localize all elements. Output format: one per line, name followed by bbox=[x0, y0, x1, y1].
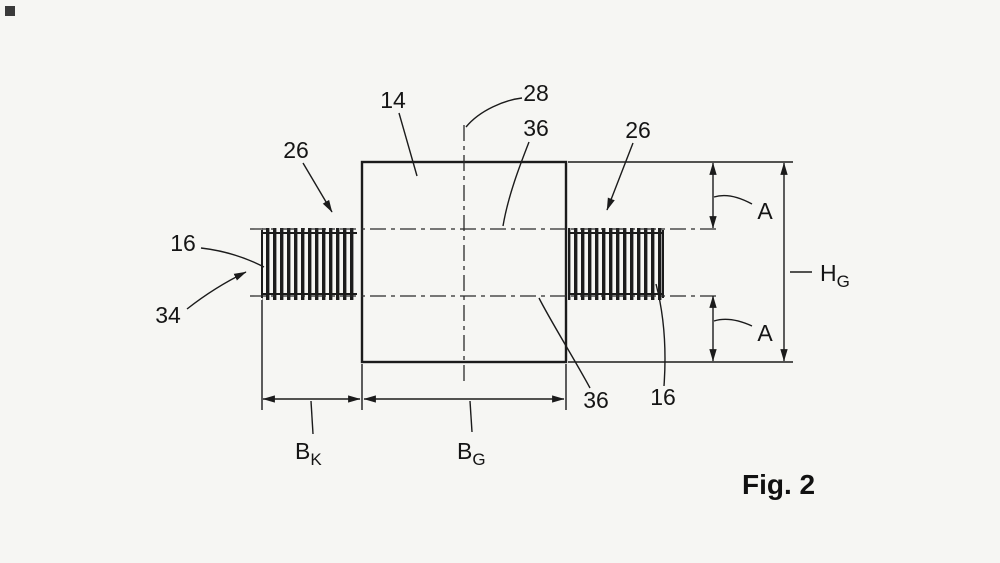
leader-36-top bbox=[502, 141, 530, 227]
dim-label-bk-main: B bbox=[295, 438, 310, 464]
dimension-bk bbox=[262, 395, 361, 435]
threaded-shaft-right bbox=[568, 228, 664, 300]
leader-14 bbox=[398, 112, 418, 177]
leader-arrow-26-left bbox=[302, 162, 333, 213]
extension-lines-right bbox=[568, 161, 793, 363]
threaded-shaft-left bbox=[261, 228, 357, 300]
dim-label-hg-sub: G bbox=[837, 272, 850, 291]
ref-label-14: 14 bbox=[380, 87, 406, 113]
leader-a-top bbox=[713, 194, 753, 205]
dim-label-a-top: A bbox=[757, 198, 773, 224]
dim-label-a-bottom: A bbox=[757, 320, 773, 346]
dim-label-bk-sub: K bbox=[310, 450, 322, 469]
leader-arrow-34 bbox=[186, 271, 247, 310]
ref-label-28: 28 bbox=[523, 80, 549, 106]
leader-28 bbox=[465, 97, 523, 128]
dimension-hg bbox=[780, 162, 812, 362]
dim-label-bg: BG bbox=[457, 438, 486, 469]
scan-artifact bbox=[5, 6, 15, 16]
leader-bk bbox=[310, 400, 314, 435]
dim-label-bk: BK bbox=[295, 438, 322, 469]
thread-hatching-right bbox=[568, 228, 663, 300]
ref-label-26-left: 26 bbox=[283, 137, 309, 163]
dimension-bg bbox=[363, 395, 565, 433]
centerlines bbox=[250, 125, 717, 386]
dimension-a-bottom bbox=[709, 295, 753, 362]
ref-label-36-bottom: 36 bbox=[583, 387, 609, 413]
dim-label-hg-main: H bbox=[820, 260, 837, 286]
ref-label-26-right: 26 bbox=[625, 117, 651, 143]
ref-label-16-right: 16 bbox=[650, 384, 676, 410]
dim-label-hg: HG bbox=[820, 260, 850, 291]
dimension-labels: A A HG BK BG bbox=[295, 198, 850, 469]
reference-labels: 14 28 36 26 26 16 34 36 16 bbox=[155, 80, 676, 413]
leader-36-bottom bbox=[538, 297, 591, 389]
dimension-a-top bbox=[709, 162, 753, 229]
leader-a-bottom bbox=[713, 318, 753, 327]
ref-label-34: 34 bbox=[155, 302, 181, 328]
dim-label-bg-sub: G bbox=[472, 450, 485, 469]
extension-lines-bottom bbox=[261, 300, 567, 410]
reference-leaders bbox=[186, 97, 666, 389]
ref-label-16-left: 16 bbox=[170, 230, 196, 256]
figure-caption: Fig. 2 bbox=[742, 469, 815, 500]
ref-label-36-top: 36 bbox=[523, 115, 549, 141]
leader-arrow-26-right bbox=[606, 142, 634, 211]
dim-label-bg-main: B bbox=[457, 438, 472, 464]
leader-16-left bbox=[200, 247, 265, 268]
thread-hatching-left bbox=[262, 228, 357, 300]
leader-bg bbox=[469, 400, 473, 433]
leader-16-right bbox=[655, 283, 666, 387]
